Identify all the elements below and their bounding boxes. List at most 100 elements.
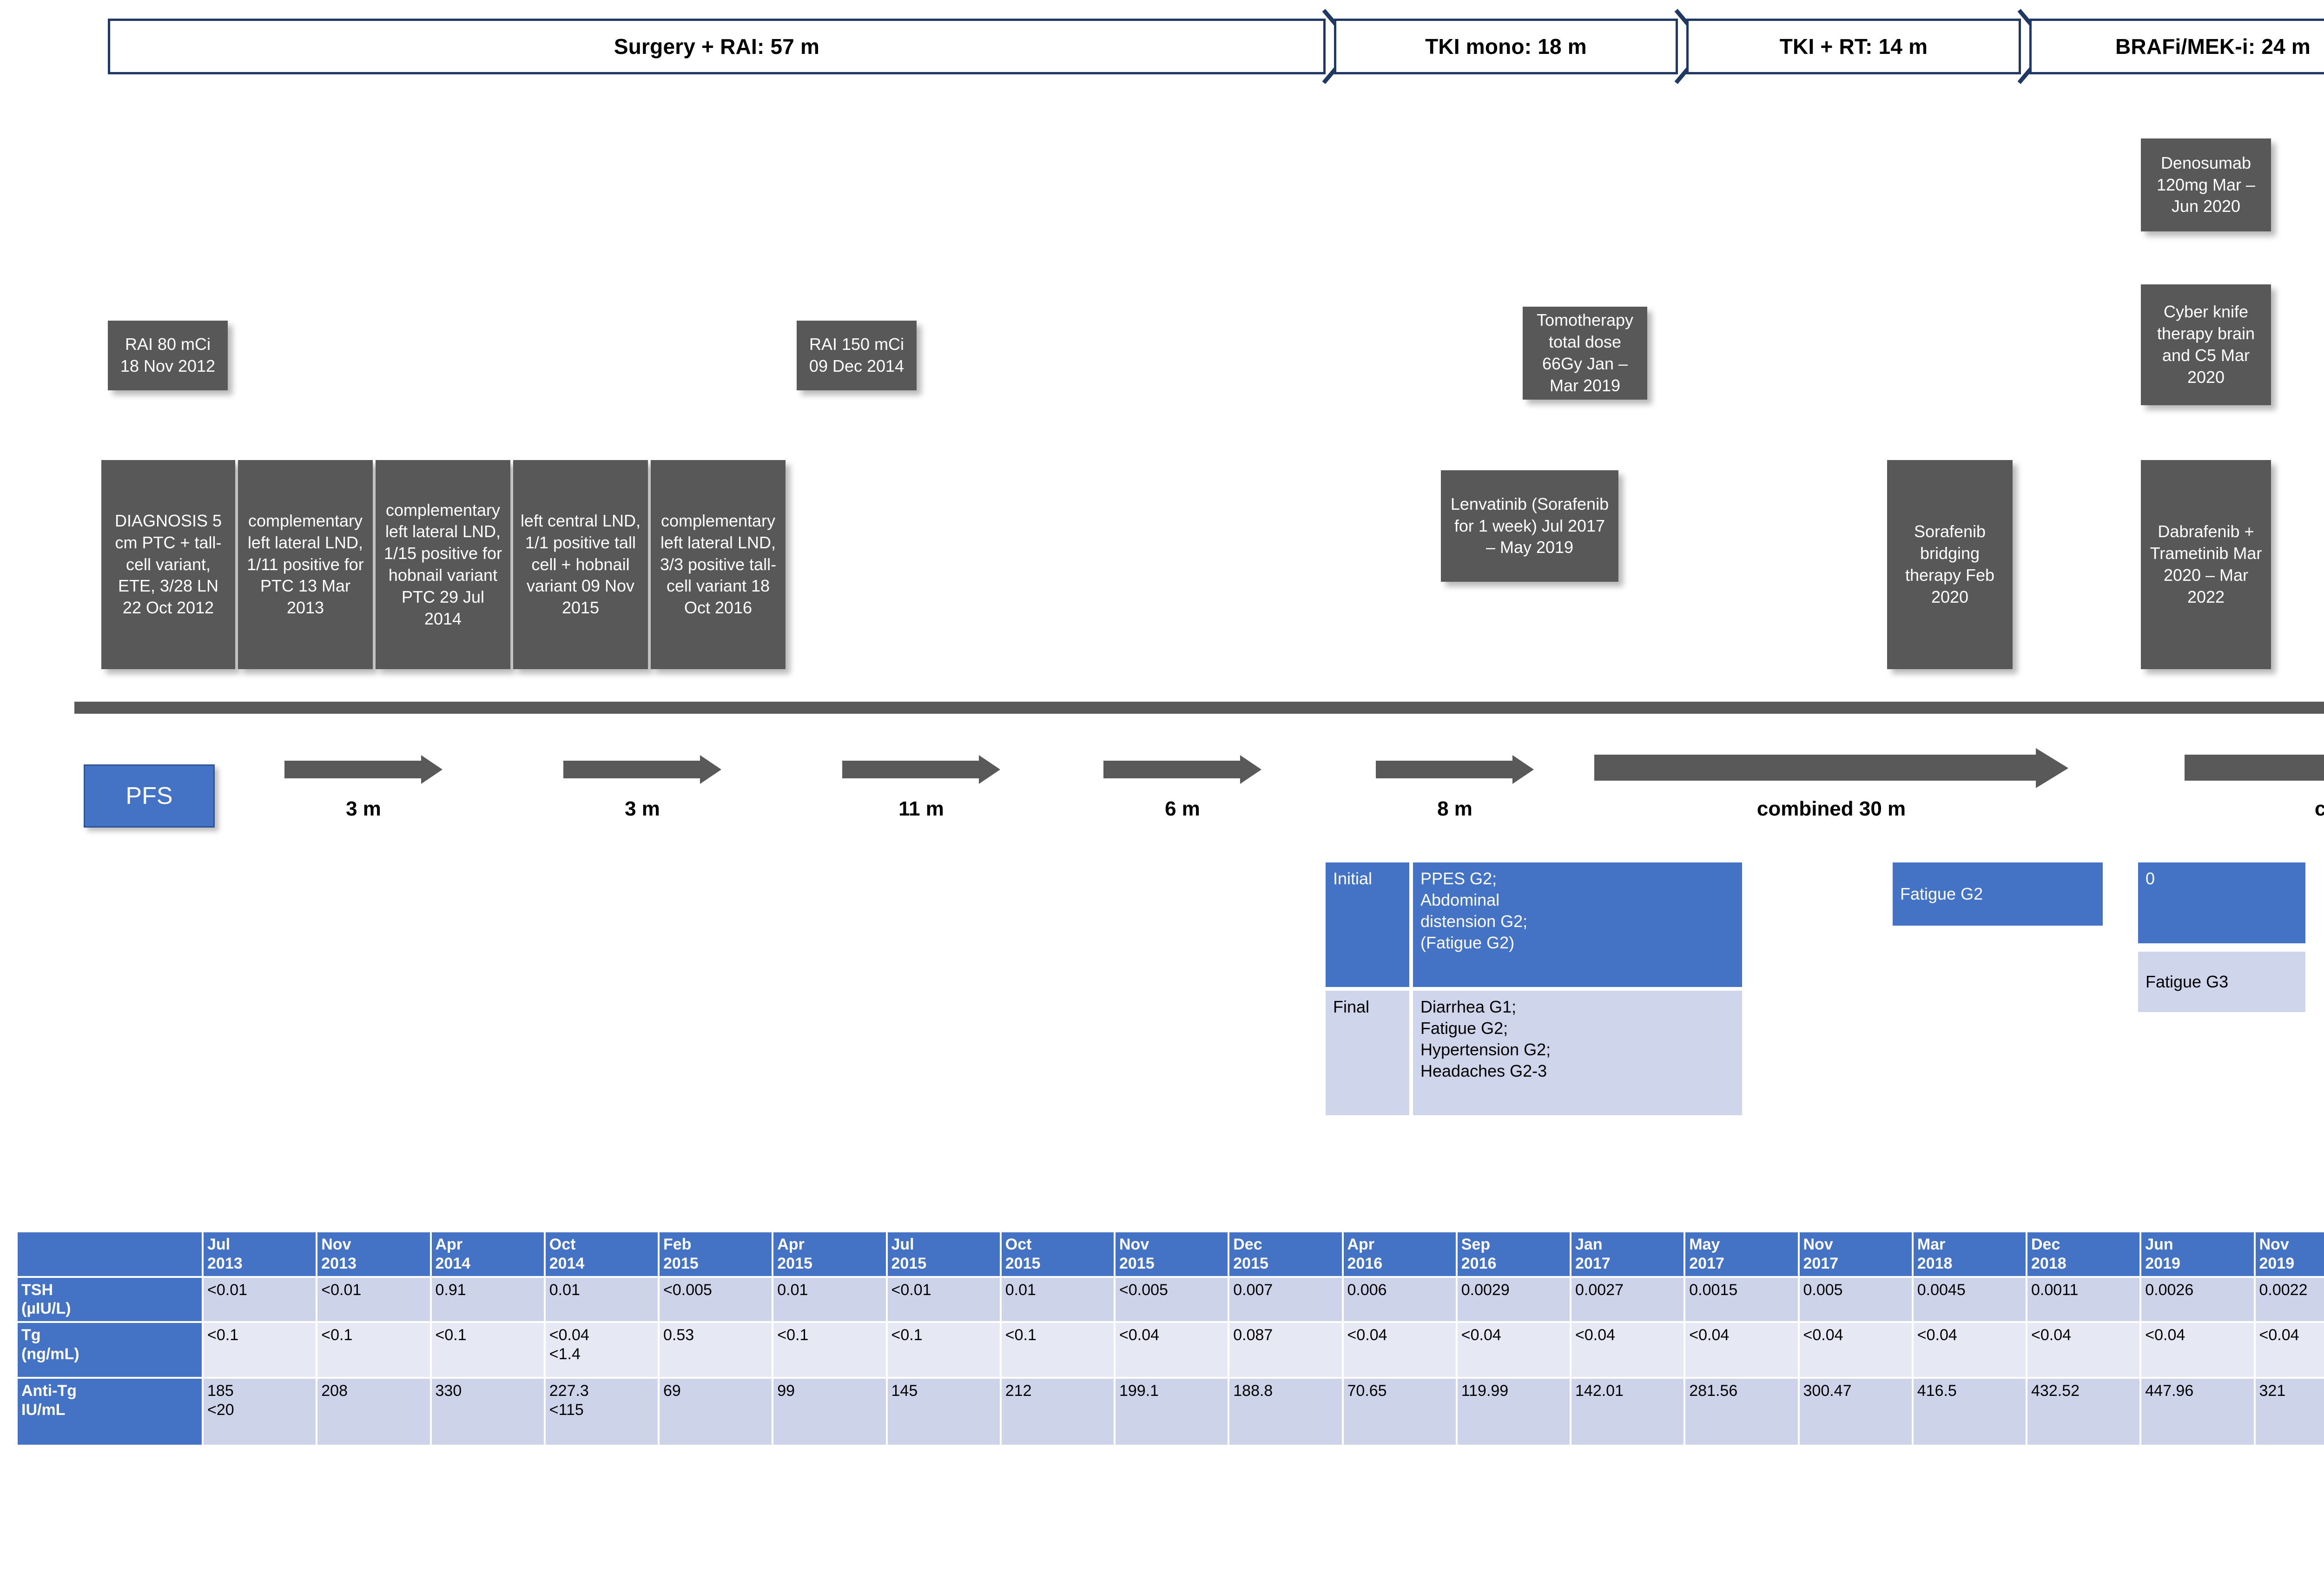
table-cell: 0.006 (1343, 1277, 1456, 1322)
table-cell: 416.5 (1913, 1379, 2026, 1445)
table-cell: 281.56 (1685, 1379, 1798, 1445)
table-cell: 70.65 (1343, 1379, 1456, 1445)
table-cell: 99 (773, 1379, 886, 1445)
table-cell: <0.04 (1799, 1323, 1912, 1377)
table-col-header: Sep 2016 (1457, 1232, 1570, 1276)
event-card-lenvatinib: Lenvatinib (Sorafenib for 1 week) Jul 20… (1441, 470, 1618, 582)
table-cell: 0.0015 (1685, 1277, 1798, 1322)
table-col-header: Mar 2018 (1913, 1232, 2026, 1276)
table-cell: <0.04 (2141, 1323, 2254, 1377)
table-col-header: Oct 2014 (545, 1232, 658, 1276)
table-col-header: Apr 2016 (1343, 1232, 1456, 1276)
table-cell: 185 <20 (204, 1379, 316, 1445)
pfs-badge: PFS (84, 764, 215, 828)
table-cell: 447.96 (2141, 1379, 2254, 1445)
pfs-label-1: 3 m (346, 797, 381, 820)
phase-label: BRAFi/MEK-i: 24 m (2115, 34, 2311, 59)
table-row-header: Anti-Tg IU/mL (18, 1379, 202, 1445)
table-col-header: Apr 2014 (431, 1232, 544, 1276)
ae-lenvatinib-initial-label: Initial (1326, 862, 1409, 987)
pfs-label-4: 6 m (1165, 797, 1200, 820)
pfs-arrow-7 (2185, 748, 2324, 788)
table-col-header: Jan 2017 (1571, 1232, 1684, 1276)
table-cell: <0.04 (1913, 1323, 2026, 1377)
table-cell: <0.01 (204, 1277, 316, 1322)
table-cell: <0.01 (887, 1277, 1000, 1322)
table-col-header: Apr 2015 (773, 1232, 886, 1276)
table-cell: <0.04 (1457, 1323, 1570, 1377)
table-cell: 0.005 (1799, 1277, 1912, 1322)
event-card-tomotherapy: Tomotherapy total dose 66Gy Jan – Mar 20… (1523, 307, 1647, 400)
table-cell: 212 (1001, 1379, 1114, 1445)
phase-label: TKI mono: 18 m (1425, 34, 1587, 59)
event-card-sorafenib: Sorafenib bridging therapy Feb 2020 (1887, 460, 2013, 669)
table-cell: 321 (2255, 1379, 2324, 1445)
table-col-header: Dec 2015 (1229, 1232, 1342, 1276)
table-cell: 432.52 (2027, 1379, 2140, 1445)
table-cell: <0.1 (204, 1323, 316, 1377)
event-card-dabrafenib-trametinib: Dabrafenib + Trametinib Mar 2020 – Mar 2… (2141, 460, 2271, 669)
table-cell: <0.04 (2255, 1323, 2324, 1377)
table-cell: <0.04 <1.4 (545, 1323, 658, 1377)
ae-lenvatinib-final-label: Final (1326, 991, 1409, 1115)
event-card-denosumab: Denosumab 120mg Mar – Jun 2020 (2141, 138, 2271, 231)
table-cell: <0.1 (773, 1323, 886, 1377)
ae-dabrafenib-final: Fatigue G3 (2138, 952, 2305, 1012)
table-cell: 0.01 (1001, 1277, 1114, 1322)
table-cell: <0.1 (317, 1323, 430, 1377)
table-cell: 199.1 (1116, 1379, 1228, 1445)
table-cell: 0.087 (1229, 1323, 1342, 1377)
phase-label: TKI + RT: 14 m (1779, 34, 1928, 59)
pfs-arrow-1 (284, 755, 442, 784)
event-card-lnd-2013: complementary left lateral LND, 1/11 pos… (238, 460, 373, 669)
table-cell: 208 (317, 1379, 430, 1445)
phase-surgery-rai: Surgery + RAI: 57 m (108, 9, 1357, 84)
table-cell: 0.0029 (1457, 1277, 1570, 1322)
table-col-header: Oct 2015 (1001, 1232, 1114, 1276)
phase-label: Surgery + RAI: 57 m (614, 34, 820, 59)
table-col-header: Nov 2019 (2255, 1232, 2324, 1276)
table-cell: 0.0022 (2255, 1277, 2324, 1322)
event-card-diagnosis: DIAGNOSIS 5 cm PTC + tall- cell variant,… (101, 460, 235, 669)
table-col-header: Jul 2013 (204, 1232, 316, 1276)
ae-lenvatinib-initial-text: PPES G2; Abdominal distension G2; (Fatig… (1413, 862, 1742, 987)
table-cell: <0.04 (1343, 1323, 1456, 1377)
event-card-rai-80: RAI 80 mCi 18 Nov 2012 (108, 321, 228, 390)
table-cell: 0.0011 (2027, 1277, 2140, 1322)
table-cell: 188.8 (1229, 1379, 1342, 1445)
pfs-label-7: combined 24 m (2314, 797, 2324, 820)
table-cell: <0.005 (660, 1277, 772, 1322)
phase-tki-mono-18m: TKI mono: 18 m (1334, 9, 1710, 84)
event-card-rai-150: RAI 150 mCi 09 Dec 2014 (797, 321, 917, 390)
table-cell: 0.0045 (1913, 1277, 2026, 1322)
table-cell: 145 (887, 1379, 1000, 1445)
table-cell: <0.01 (317, 1277, 430, 1322)
table-cell: 330 (431, 1379, 544, 1445)
table-cell: 227.3 <115 (545, 1379, 658, 1445)
pfs-label-5: 8 m (1437, 797, 1472, 820)
pfs-arrow-6 (1594, 748, 2068, 788)
ae-sorafenib: Fatigue G2 (1893, 862, 2103, 926)
table-cell: 69 (660, 1379, 772, 1445)
table-cell: 0.53 (660, 1323, 772, 1377)
table-cell: <0.1 (431, 1323, 544, 1377)
event-card-lnd-2016: complementary left lateral LND, 3/3 posi… (651, 460, 786, 669)
table-cell: 0.91 (431, 1277, 544, 1322)
table-cell: 142.01 (1571, 1379, 1684, 1445)
table-cell: <0.005 (1116, 1277, 1228, 1322)
phase-tki-rt-14m: TKI + RT: 14 m (1686, 9, 2053, 84)
table-cell: <0.04 (2027, 1323, 2140, 1377)
table-col-header: Nov 2013 (317, 1232, 430, 1276)
table-cell: 0.007 (1229, 1277, 1342, 1322)
pfs-arrow-2 (563, 755, 721, 784)
table-cell: <0.04 (1685, 1323, 1798, 1377)
table-corner-cell (18, 1232, 202, 1276)
table-cell: 0.0027 (1571, 1277, 1684, 1322)
pfs-arrow-3 (842, 755, 1000, 784)
